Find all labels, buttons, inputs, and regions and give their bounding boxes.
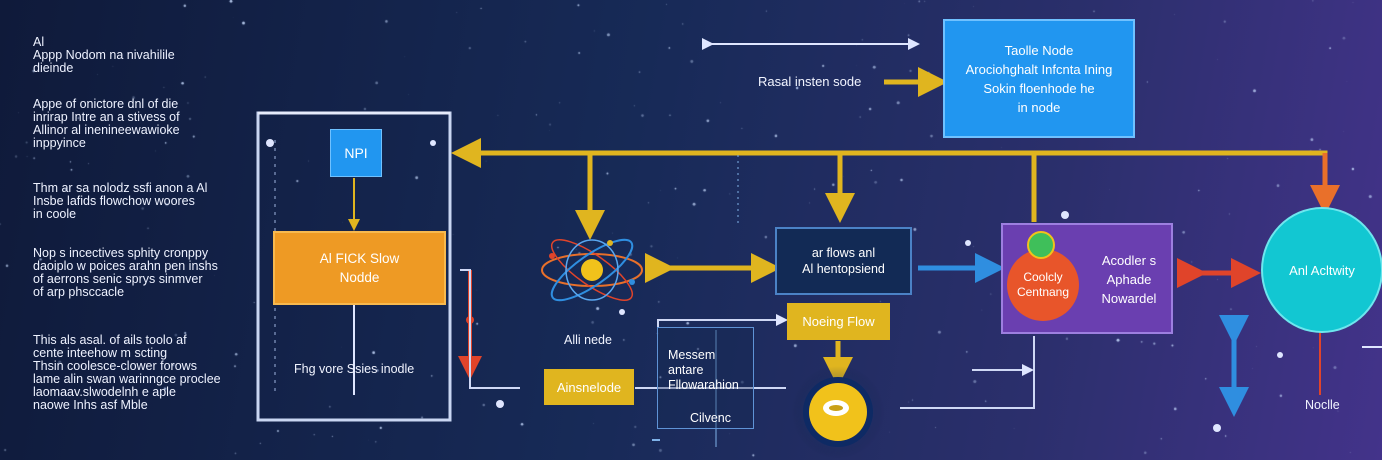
sidebar-line: laomaav.slwodelnh e aple [33, 385, 176, 399]
node-line: Nodde [339, 270, 380, 285]
sidebar-line: Appp Nodom na nivahilile [33, 48, 175, 62]
noeing-flow-node[interactable]: Noeing Flow [787, 303, 890, 340]
node-line: Al FICK Slow [319, 251, 400, 266]
top-right-node[interactable]: Taolle Node Arociohghalt Infcnta Ining S… [943, 19, 1135, 138]
node-line: Nowardel [1101, 291, 1157, 306]
atom-icon [541, 238, 643, 302]
purple-node-text: Acodler s Aphade Nowardel [1087, 251, 1171, 308]
sidebar-line: Thsin coolesce-clower forows [33, 359, 197, 373]
node-line: Centnang [1016, 285, 1070, 299]
sidebar-line: inppyince [33, 136, 86, 150]
node-line: Fllowarahion [668, 378, 739, 392]
sidebar-line: in coole [33, 207, 77, 221]
node-line: Messem antare [668, 348, 716, 377]
sidebar-line: of aerrons senic sprys sinmver [33, 272, 203, 286]
measure-box: Messem antare Fllowarahion Cilvenc [657, 327, 754, 429]
node-line: ar flows anl [811, 246, 876, 260]
atom-label: Alli nede [564, 333, 612, 347]
purple-node[interactable]: Coolcly Centnang Acodler s Aphade Noward… [1001, 223, 1173, 334]
sidebar-line: Allinor al inenineewawioke [33, 123, 180, 137]
node-line: Sokin floenhode he [983, 80, 1095, 96]
sidebar-line: Al [33, 35, 45, 49]
node-line: Arociohghalt Infcnta Ining [965, 61, 1113, 77]
badge-icon [1027, 231, 1055, 259]
sidebar-paragraph-2: Appe of onictore dnl of die inrirap Intr… [33, 98, 180, 150]
sidebar-line: Appe of onictore dnl of die [33, 97, 179, 111]
sidebar-paragraph-3: Thm ar sa nolodz ssfi anon a Al Insbe la… [33, 182, 207, 221]
node-line: in node [1017, 99, 1061, 115]
sidebar-line: Nop s incectives sphity cronppy [33, 246, 209, 260]
fhg-label: Fhg vore Ssies inodle [294, 362, 415, 376]
sidebar-line: cente inteehow m scting [33, 346, 168, 360]
node-line: Acodler s [1101, 253, 1157, 268]
sidebar-line: lame alin swan warinngce proclee [33, 372, 221, 386]
node-line: Coolcly [1023, 270, 1063, 284]
top-caption: Rasal insten sode [758, 74, 862, 89]
sidebar-paragraph-4: Nop s incectives sphity cronppy daoiplo … [33, 247, 218, 299]
sidebar-paragraph-1: Al Appp Nodom na nivahilile dieinde [33, 36, 175, 75]
fick-slow-node[interactable]: Al FICK Slow Nodde [273, 231, 446, 305]
sidebar-line: inrirap Intre an a stivess of [33, 110, 180, 124]
cilvenc-label: Cilvenc [690, 411, 731, 425]
sidebar-line: of arp phsccacle [33, 285, 125, 299]
orange-circle: Coolcly Centnang [1007, 249, 1079, 321]
coin-icon [792, 366, 884, 458]
npi-node[interactable]: NPI [330, 129, 382, 177]
node-line: Al hentopsiend [802, 262, 885, 276]
center-flows-node[interactable]: ar flows anl Al hentopsiend [775, 227, 912, 295]
ainsnelode-node[interactable]: Ainsnelode [544, 369, 634, 405]
node-line: Aphade [1106, 272, 1152, 287]
node-bottom-label: Noclle [1305, 398, 1340, 412]
gold-top-bus [451, 138, 1328, 222]
sidebar-line: dieinde [33, 61, 74, 75]
sidebar-line: Thm ar sa nolodz ssfi anon a Al [33, 181, 208, 195]
sidebar-line: daoiplo w poices arahn pen inshs [33, 259, 218, 273]
activity-node[interactable]: Anl Acltwity [1261, 207, 1382, 333]
sidebar-paragraph-5: This als asal. of ails toolo af cente in… [33, 334, 221, 412]
sidebar-line: This als asal. of ails toolo af [33, 333, 187, 347]
sidebar-line: naowe Inhs asf Mble [33, 398, 148, 412]
sidebar-line: Insbe lafids flowchow woores [33, 194, 195, 208]
node-line: Taolle Node [1004, 42, 1074, 58]
